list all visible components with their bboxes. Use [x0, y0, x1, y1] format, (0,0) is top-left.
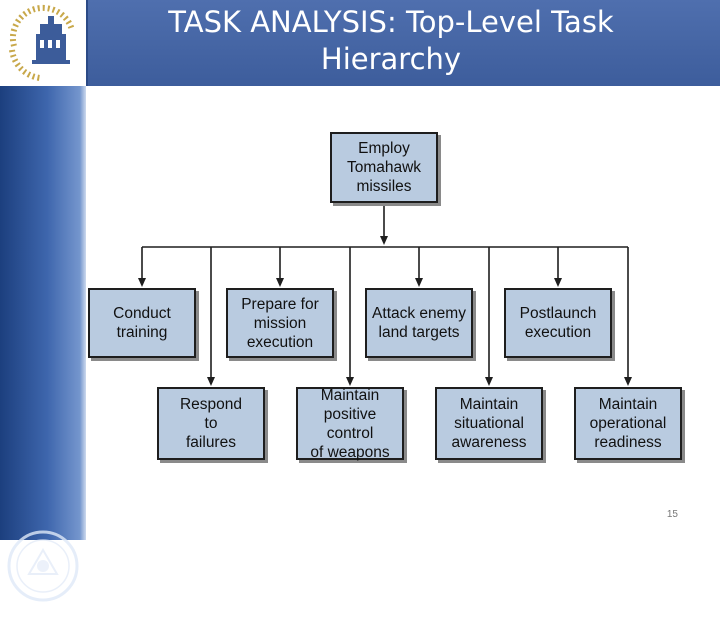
hierarchy-connectors	[138, 204, 632, 386]
node-conduct-training: Conduct training	[88, 288, 196, 358]
node-respond-to-failures: Respond to failures	[157, 387, 265, 460]
university-logo	[0, 0, 88, 86]
node-maintain-positive-control-of-weapons: Maintain positive control of weapons	[296, 387, 404, 461]
title-bar: TASK ANALYSIS: Top-Level Task Hierarchy	[0, 0, 720, 86]
page-number: 15	[666, 509, 678, 520]
node-maintain-situational-awareness: Maintain situational awareness	[435, 387, 543, 460]
node-postlaunch-execution: Postlaunch execution	[504, 288, 612, 358]
node-attack-enemy-land-targets: Attack enemy land targets	[365, 288, 473, 358]
node-employ-tomahawk-missiles: Employ Tomahawk missiles	[330, 132, 438, 203]
university-potsdam-logo-icon	[9, 4, 75, 81]
page-title: TASK ANALYSIS: Top-Level Task Hierarchy	[168, 5, 614, 76]
node-maintain-operational-readiness: Maintain operational readiness	[574, 387, 682, 460]
node-prepare-for-mission-execution: Prepare for mission execution	[226, 288, 334, 358]
